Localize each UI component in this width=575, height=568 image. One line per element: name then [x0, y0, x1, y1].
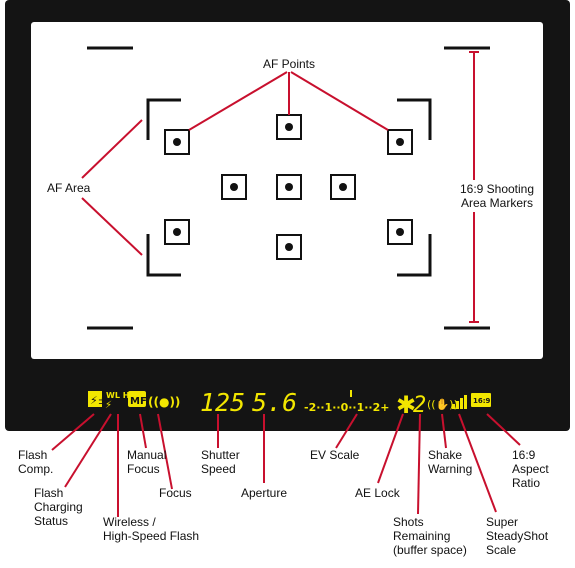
callout-super-steadyshot-line1: Super — [486, 515, 519, 529]
callout-aspect-ratio: 16:9 Aspect Ratio — [512, 448, 549, 490]
shooting-area-markers-label: 16:9 Shooting Area Markers — [452, 182, 542, 210]
callout-wireless-line1: Wireless / — [103, 515, 156, 529]
callout-flash-comp: Flash Comp. — [18, 448, 53, 476]
ae-lock-icon: ✱ — [396, 391, 416, 419]
callout-wireless: Wireless / High-Speed Flash — [103, 515, 199, 543]
callout-aperture: Aperture — [241, 486, 288, 500]
callout-aspect-ratio-line3: Ratio — [512, 476, 541, 490]
aspect-ratio-text: 16:9 — [473, 397, 491, 405]
callout-shots-remaining-line1: Shots — [393, 515, 424, 529]
callout-ev-scale: EV Scale — [310, 448, 360, 462]
callout-shake-warning-line2: Warning — [428, 462, 473, 476]
af-bracket-bottom-left — [146, 234, 181, 277]
left-area-markers — [87, 46, 133, 330]
callout-aspect-ratio-line2: Aspect — [512, 462, 549, 476]
af-point-mid-right — [330, 174, 356, 200]
af-point-center — [276, 174, 302, 200]
manual-focus-icon — [128, 391, 146, 407]
shooting-area-markers-label-line1: 16:9 Shooting — [459, 182, 535, 196]
shooting-area-marker-ends — [469, 51, 479, 323]
viewfinder-leader-lines — [81, 52, 475, 322]
viewfinder-screen — [31, 22, 543, 359]
aspect-ratio-icon — [471, 393, 491, 407]
callout-manual-focus-line1: Manual — [127, 448, 167, 462]
manual-focus-text: MF — [130, 396, 147, 407]
flash-comp-icon — [88, 391, 102, 407]
callout-flash-comp-line2: Comp. — [18, 462, 54, 476]
callout-shutter-speed-line2: Speed — [201, 462, 236, 476]
callout-shake-warning: Shake Warning — [428, 448, 472, 476]
callout-leader-lines — [51, 413, 521, 517]
callout-flash-charging-line1: Flash — [34, 486, 64, 500]
shake-warning-icon: ((✋)) — [427, 398, 458, 411]
flash-charging-icon: ⚡ — [105, 400, 112, 411]
callout-focus: Focus — [159, 486, 192, 500]
callout-super-steadyshot: Super SteadyShot Scale — [486, 515, 548, 557]
af-point-top-left — [164, 129, 190, 155]
flash-comp-glyph: ⚡± — [90, 394, 107, 407]
callout-shots-remaining-line3: (buffer space) — [393, 543, 467, 557]
callout-super-steadyshot-line2: SteadyShot — [486, 529, 549, 543]
callout-shots-remaining-line2: Remaining — [393, 529, 451, 543]
af-point-mid-left — [221, 174, 247, 200]
af-point-bottom-right — [387, 219, 413, 245]
callout-super-steadyshot-line3: Scale — [486, 543, 517, 557]
callout-flash-charging-line3: Status — [34, 514, 69, 528]
callout-flash-charging-line2: Charging — [34, 500, 83, 514]
af-point-bottom-left — [164, 219, 190, 245]
callout-shutter-speed-line1: Shutter — [201, 448, 240, 462]
callout-shots-remaining: Shots Remaining (buffer space) — [393, 515, 467, 557]
af-bracket-bottom-right — [397, 234, 432, 277]
callout-aspect-ratio-line1: 16:9 — [512, 448, 536, 462]
af-bracket-top-left — [146, 98, 181, 140]
af-area-label: AF Area — [47, 181, 91, 195]
af-points-label: AF Points — [263, 57, 316, 71]
af-point-top-right — [387, 129, 413, 155]
lcd-info-strip: ⚡± WL H ⚡ MF ((●)) 125 5.6 -2··1··0··1··… — [88, 388, 491, 419]
steadyshot-scale — [452, 395, 467, 409]
callout-shake-warning-line1: Shake — [428, 448, 463, 462]
af-point-bottom-center — [276, 234, 302, 260]
af-points — [164, 114, 413, 260]
ev-scale-pointer — [350, 390, 352, 397]
wl-h-icon: WL H — [106, 391, 129, 400]
af-bracket-top-right — [397, 98, 432, 140]
callout-flash-comp-line1: Flash — [18, 448, 48, 462]
ev-scale: -2··1··0··1··2+ — [304, 401, 389, 414]
shutter-speed-readout: 125 — [200, 388, 245, 417]
callout-manual-focus-line2: Focus — [127, 462, 160, 476]
callout-flash-charging: Flash Charging Status — [34, 486, 83, 528]
callout-shutter-speed: Shutter Speed — [201, 448, 240, 476]
callout-manual-focus: Manual Focus — [127, 448, 166, 476]
callout-ae-lock: AE Lock — [355, 486, 400, 500]
aperture-readout: 5.6 — [252, 388, 297, 417]
af-point-top-center — [276, 114, 302, 140]
af-area-brackets — [146, 98, 432, 277]
shooting-area-markers-label-line2: Area Markers — [460, 196, 534, 210]
shots-remaining-readout: 2 — [413, 393, 426, 418]
callout-wireless-line2: High-Speed Flash — [103, 529, 200, 543]
focus-icon: ((●)) — [148, 395, 180, 409]
right-area-markers — [444, 46, 490, 330]
